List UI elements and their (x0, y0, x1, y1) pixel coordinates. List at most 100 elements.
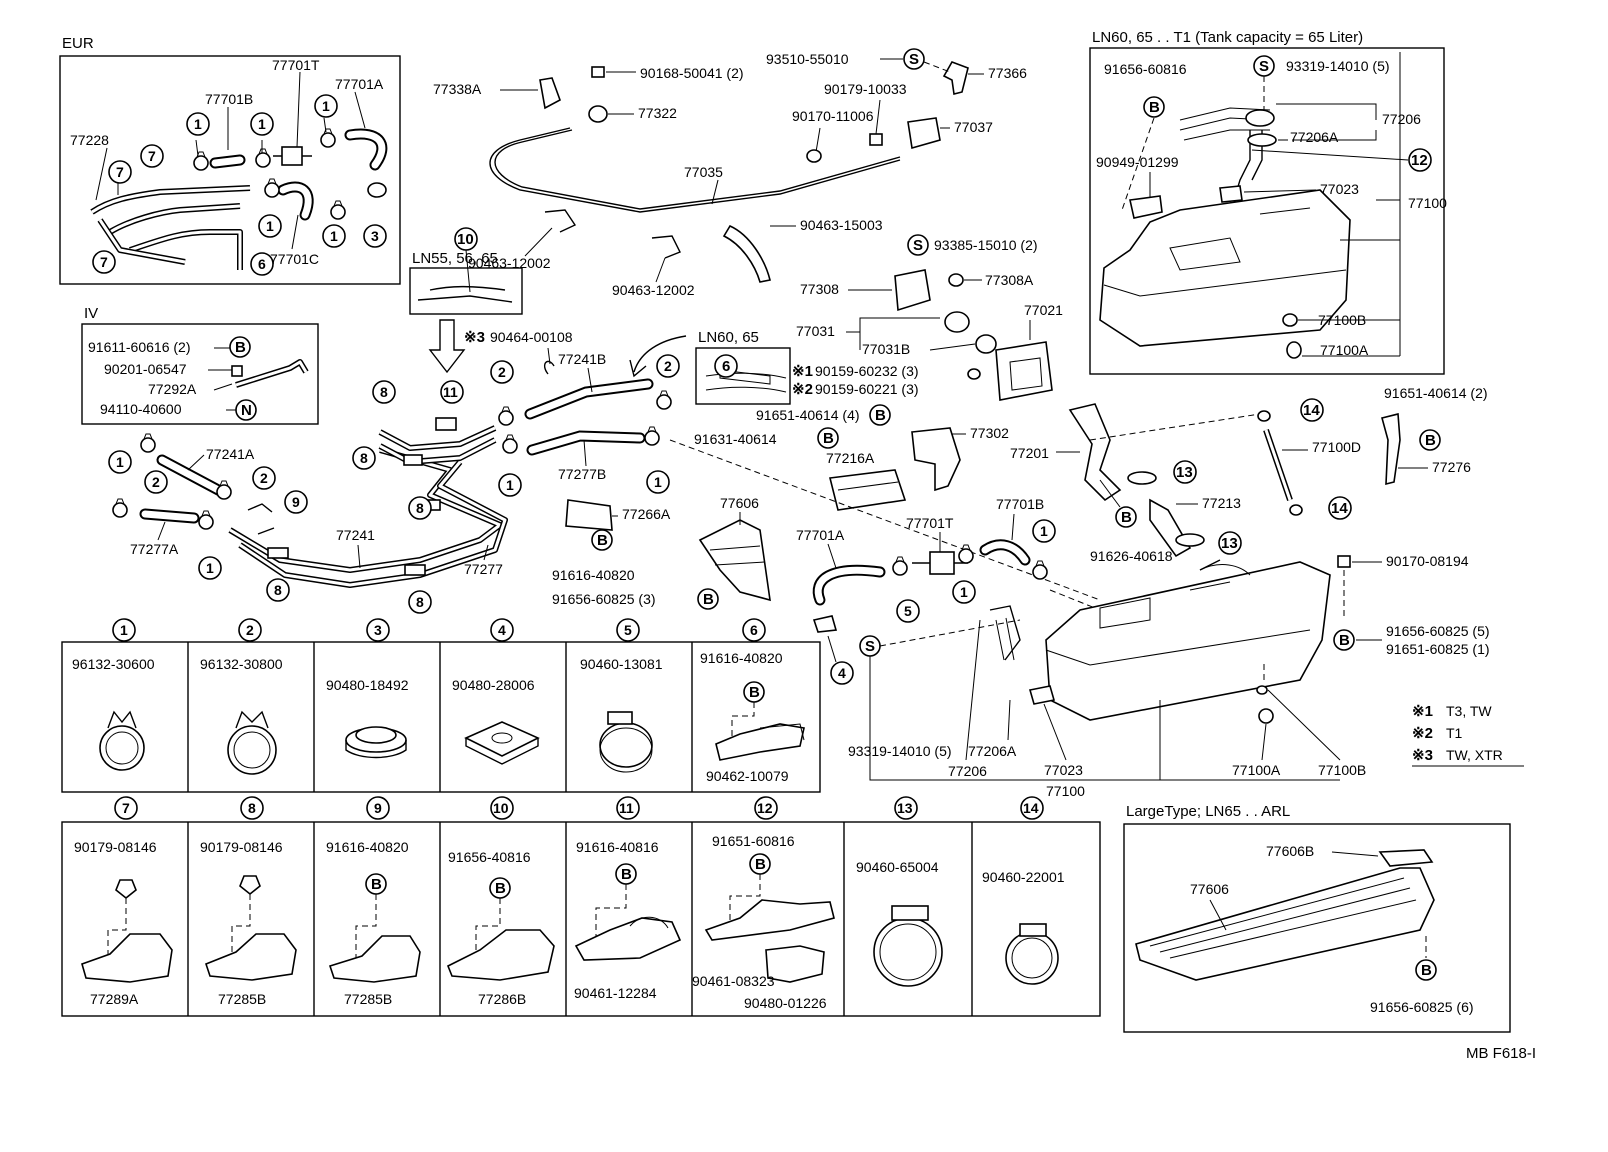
cell11-extra: 90461-12284 (574, 985, 657, 1001)
svg-text:N: N (241, 402, 252, 419)
cell8-ref: 8 (248, 800, 256, 816)
label-77241: 77241 (336, 527, 375, 543)
svg-text:8: 8 (360, 450, 368, 466)
eur-label-77701B: 77701B (205, 91, 253, 107)
svg-text:5: 5 (904, 603, 912, 619)
svg-text:13: 13 (1176, 464, 1193, 481)
eur-label-77701T: 77701T (272, 57, 320, 73)
label-77701A: 77701A (796, 527, 845, 543)
label-77031B: 77031B (862, 341, 910, 357)
label-77308A: 77308A (985, 272, 1034, 288)
label-77023-bottom: 77023 (1044, 762, 1083, 778)
svg-text:6: 6 (258, 256, 266, 272)
label-77241B: 77241B (558, 351, 606, 367)
svg-text:11: 11 (443, 384, 458, 400)
cell9-extra: 77285B (344, 991, 392, 1007)
label-77100A-bottom: 77100A (1232, 762, 1281, 778)
cell4-part: 90480-28006 (452, 677, 535, 693)
large-title: LargeType; LN65 . . ARL (1126, 803, 1290, 820)
note3-text: TW, XTR (1446, 747, 1503, 763)
iv-label-94110: 94110-40600 (100, 401, 182, 417)
label-77276: 77276 (1432, 459, 1471, 475)
eur-label-77228: 77228 (70, 132, 109, 148)
svg-text:9: 9 (292, 494, 300, 510)
svg-text:B: B (1121, 509, 1132, 526)
top-middle-parts: 77338A 90168-50041 (2) 77322 77035 90463… (433, 48, 1063, 401)
cell13-part: 90460-65004 (856, 859, 939, 875)
ln60-small-title: LN60, 65 (698, 329, 759, 346)
label-77277B: 77277B (558, 466, 606, 482)
svg-text:B: B (1425, 432, 1436, 449)
cell12-extra: 90461-08323 (692, 973, 775, 989)
cell10-ref: 10 (493, 800, 509, 816)
label-90179-10033: 90179-10033 (824, 81, 907, 97)
cell8-part: 90179-08146 (200, 839, 283, 855)
label-77216A: 77216A (826, 450, 875, 466)
cell13-ref: 13 (897, 800, 913, 816)
cell1-ref: 1 (120, 622, 128, 638)
svg-text:1: 1 (322, 98, 330, 114)
label-77338A: 77338A (433, 81, 482, 97)
cell9-ref: 9 (374, 800, 382, 816)
footer-code: MB F618-I (1466, 1045, 1536, 1062)
iv-label-91611: 91611-60616 (2) (88, 339, 190, 355)
label-77302: 77302 (970, 425, 1009, 441)
label-91631: 91631-40614 (694, 431, 777, 447)
tank-label-77206: 77206 (1382, 111, 1421, 127)
label-90463-15003: 90463-15003 (800, 217, 883, 233)
cell2-ref: 2 (246, 622, 254, 638)
label-77037: 77037 (954, 119, 993, 135)
note2-mark: ※2 (1412, 725, 1433, 742)
detail-row-1: 1 2 3 4 5 6 96132-30600 96132-30800 9048… (61, 618, 821, 793)
iv-inset: IV 91611-60616 (2) B 90201-06547 77292A … (81, 305, 319, 425)
label-77701T: 77701T (906, 515, 954, 531)
cell7-part: 90179-08146 (74, 839, 157, 855)
label-77100D: 77100D (1312, 439, 1361, 455)
label-77206A-bottom: 77206A (968, 743, 1017, 759)
svg-text:B: B (755, 856, 766, 873)
cell12-extra2: 90480-01226 (744, 995, 827, 1011)
label-77021: 77021 (1024, 302, 1063, 318)
label-77277A: 77277A (130, 541, 179, 557)
label-93510: 93510-55010 (766, 51, 849, 67)
label-90168: 90168-50041 (2) (640, 65, 744, 81)
label-77206-bottom: 77206 (948, 763, 987, 779)
note1-text: T3, TW (1446, 703, 1492, 719)
note3-mark: ※3 (1412, 747, 1433, 764)
tank-label-91656-60816: 91656-60816 (1104, 61, 1187, 77)
cell14-part: 90460-22001 (982, 869, 1065, 885)
label-77100-bottom: 77100 (1046, 783, 1085, 799)
ln60-tank-inset: LN60, 65 . . T1 (Tank capacity = 65 Lite… (1089, 29, 1447, 375)
cell14-ref: 14 (1023, 800, 1039, 816)
svg-text:14: 14 (1331, 500, 1348, 517)
svg-text:10: 10 (457, 231, 474, 248)
svg-text:1: 1 (258, 116, 266, 132)
svg-text:2: 2 (260, 470, 268, 486)
svg-text:B: B (371, 876, 382, 893)
svg-text:7: 7 (100, 254, 108, 270)
tank-label-93319: 93319-14010 (5) (1286, 58, 1390, 74)
label-77035: 77035 (684, 164, 723, 180)
middle-brackets: 91651-40614 (4) B 91631-40614 B 77302 77… (552, 404, 1101, 610)
main-fuel-tank: 93319-14010 (5) S 77206A 77206 77023 771… (848, 385, 1524, 799)
label-91656-60825-5: 91656-60825 (5) (1386, 623, 1490, 639)
label-91626: 91626-40618 (1090, 548, 1173, 564)
ln60-small-inset: LN60, 65 6 ※1 90159-60232 (3) ※2 90159-6… (695, 329, 919, 405)
svg-text:13: 13 (1221, 535, 1238, 552)
cell5-ref: 5 (624, 622, 632, 638)
cell7-extra: 77289A (90, 991, 139, 1007)
svg-text:1: 1 (654, 474, 662, 490)
cell6-part: 91616-40820 (700, 650, 783, 666)
label-93319-bottom: 93319-14010 (5) (848, 743, 952, 759)
large-label-77606B: 77606B (1266, 843, 1314, 859)
cell11-part: 91616-40816 (576, 839, 659, 855)
iv-label-77292A: 77292A (148, 381, 197, 397)
tank-label-77100: 77100 (1408, 195, 1447, 211)
svg-text:12: 12 (1411, 152, 1428, 169)
svg-text:B: B (495, 880, 506, 897)
svg-text:2: 2 (152, 474, 160, 490)
tank-label-77100B: 77100B (1318, 312, 1366, 328)
cell4-ref: 4 (498, 622, 506, 638)
svg-text:8: 8 (416, 500, 424, 516)
svg-text:B: B (749, 684, 760, 701)
